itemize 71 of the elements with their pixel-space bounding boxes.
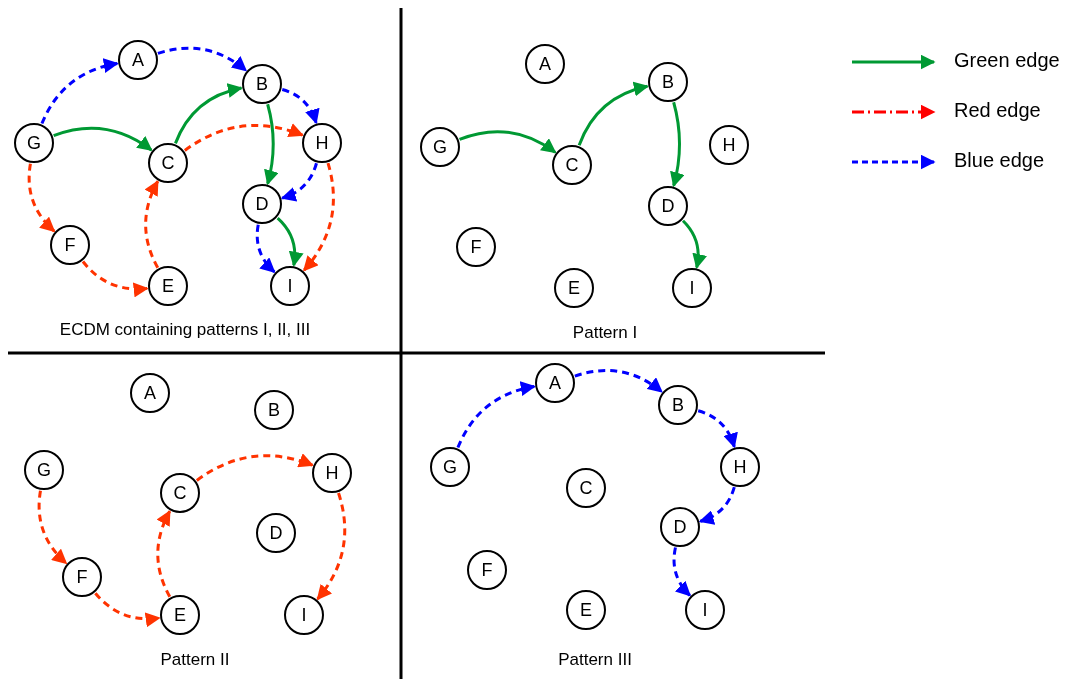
node-circle: E: [148, 266, 188, 306]
node-circle: C: [148, 143, 188, 183]
node-circle: D: [242, 184, 282, 224]
arrow: [94, 592, 161, 627]
arrow: [276, 216, 304, 267]
node-circle: A: [130, 373, 170, 413]
legend-text: Green edge: [954, 49, 1060, 72]
node-circle: G: [24, 450, 64, 490]
arrow: [316, 492, 347, 601]
arrow: [37, 490, 68, 565]
node-circle: E: [554, 268, 594, 308]
node-circle: I: [284, 595, 324, 635]
arrow: [577, 82, 649, 146]
node-circle: I: [685, 590, 725, 630]
arrow: [697, 409, 738, 449]
arrow: [302, 162, 335, 272]
node-circle: F: [467, 550, 507, 590]
arrow: [40, 58, 119, 125]
node-circle: A: [118, 40, 158, 80]
arrow: [157, 46, 248, 72]
arrow: [184, 123, 304, 152]
node-circle: G: [420, 127, 460, 167]
panel-caption: Pattern II: [160, 650, 230, 670]
arrow: [81, 260, 149, 297]
node-circle: B: [648, 62, 688, 102]
arrow: [255, 224, 276, 274]
node-circle: F: [456, 227, 496, 267]
node-circle: F: [62, 557, 102, 597]
node-circle: F: [50, 225, 90, 265]
node-circle: A: [535, 363, 575, 403]
node-circle: D: [660, 507, 700, 547]
node-circle: B: [254, 390, 294, 430]
legend-text: Red edge: [954, 99, 1041, 122]
node-circle: B: [658, 385, 698, 425]
arrow: [698, 486, 736, 525]
arrow: [672, 547, 691, 597]
arrow: [156, 510, 172, 598]
node-circle: H: [709, 125, 749, 165]
node-circle: E: [160, 595, 200, 635]
node-circle: H: [302, 123, 342, 163]
node-circle: D: [648, 186, 688, 226]
legend-text: Blue edge: [954, 149, 1045, 172]
panel-caption: Pattern I: [572, 323, 638, 343]
node-circle: D: [256, 513, 296, 553]
arrow: [263, 103, 279, 186]
arrow: [281, 88, 319, 125]
node-circle: G: [14, 123, 54, 163]
node-circle: I: [270, 266, 310, 306]
arrow: [681, 219, 707, 269]
node-circle: C: [566, 468, 606, 508]
arrow: [53, 126, 153, 152]
node-circle: H: [312, 453, 352, 493]
arrow: [459, 130, 557, 154]
node-circle: E: [566, 590, 606, 630]
panel-caption: Pattern III: [558, 650, 632, 670]
arrow: [280, 162, 318, 201]
node-circle: A: [525, 44, 565, 84]
node-circle: G: [430, 447, 470, 487]
arrow: [195, 453, 314, 482]
arrow: [144, 180, 160, 269]
arrow: [174, 83, 243, 144]
arrow: [456, 381, 536, 449]
node-circle: I: [672, 268, 712, 308]
node-circle: C: [552, 145, 592, 185]
node-circle: B: [242, 64, 282, 104]
node-circle: C: [160, 473, 200, 513]
arrow: [574, 369, 663, 393]
arrow: [27, 163, 56, 233]
panel-caption: ECDM containing patterns I, II, III: [59, 320, 311, 340]
node-circle: H: [720, 447, 760, 487]
arrow: [669, 101, 685, 188]
